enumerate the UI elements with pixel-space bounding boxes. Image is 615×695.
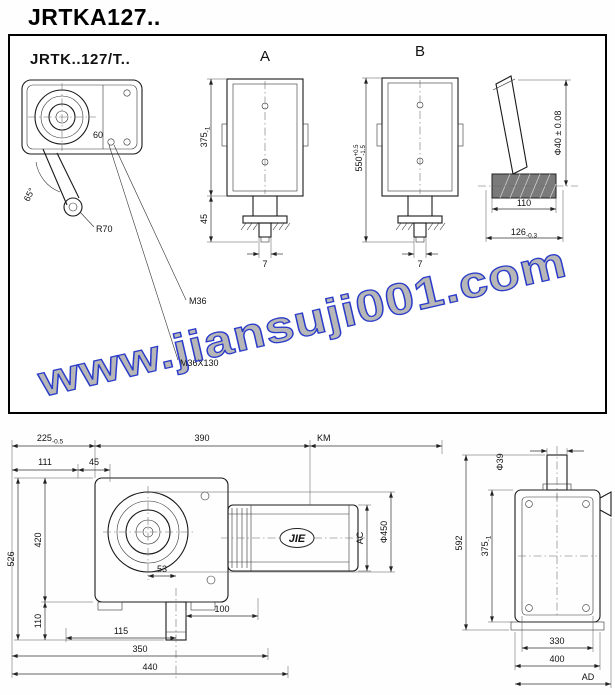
dim-420: 420 [33, 532, 43, 547]
dim-45-side: 45 [89, 457, 99, 467]
dim-phi40: Φ40 ± 0.08 [553, 111, 563, 156]
dim-550-b: 550+0.5-1.5 [354, 144, 367, 172]
dim-111: 111 [38, 457, 52, 467]
side-view-drawing: JIE 225-0.5 390 KM 111 45 [6, 433, 443, 680]
dim-ac: AC [355, 531, 365, 544]
dim-65deg: 65° [22, 186, 37, 203]
view-a-label: A [260, 48, 270, 65]
side-view-area: JIE 225-0.5 390 KM 111 45 [5, 428, 450, 693]
motor-logo-badge [279, 528, 315, 548]
dim-7-b: 7 [417, 259, 422, 269]
dim-m36: M36 [189, 296, 207, 306]
view-b-drawing [376, 77, 464, 243]
dim-7-a: 7 [262, 259, 267, 269]
top-panel: JRTK..127/T.. [8, 34, 607, 414]
dim-km: KM [317, 433, 331, 443]
dim-375-rear: 375-1 [480, 535, 493, 556]
dim-phi450: Φ450 [379, 521, 389, 543]
motor-drawing: JIE [221, 504, 365, 572]
dim-60: 60 [93, 130, 103, 140]
dim-110-bushing: 110 [517, 198, 531, 208]
bushing-detail-drawing [478, 75, 578, 199]
dim-375-a: 375-1 [199, 126, 212, 147]
torque-arm-bracket [599, 491, 612, 517]
dim-110-side: 110 [33, 614, 43, 628]
gearbox-side-view [94, 477, 229, 680]
rear-view-drawing: Φ39 592 375-1 330 400 AD [454, 446, 612, 688]
dim-126: 126-0.3 [511, 227, 538, 240]
motor-logo-text: JIE [289, 533, 306, 545]
dim-ad: AD [582, 672, 595, 682]
dim-100: 100 [214, 604, 229, 614]
view-b-label: B [415, 43, 425, 60]
dim-m36x130: M36X130 [180, 358, 219, 368]
gearbox-rear-view [510, 446, 612, 631]
dim-115: 115 [114, 626, 128, 636]
dim-r70: R70 [96, 224, 113, 234]
page-title: JRTKA127.. [28, 4, 161, 30]
dim-45-a: 45 [199, 214, 209, 224]
front-view-drawing [21, 79, 187, 361]
watermark: www.jiansuji001.com [33, 237, 571, 406]
panel-subtitle: JRTK..127/T.. [30, 51, 130, 68]
dim-592: 592 [454, 535, 464, 550]
dim-400: 400 [549, 654, 564, 664]
dim-440: 440 [142, 662, 157, 672]
dim-390: 390 [194, 433, 209, 443]
view-a-drawing [221, 78, 309, 243]
top-panel-drawing: JRTK..127/T.. [21, 43, 578, 407]
dim-350: 350 [132, 644, 147, 654]
dim-330: 330 [549, 636, 564, 646]
dim-526: 526 [6, 551, 16, 566]
dim-53: 53 [157, 564, 167, 574]
dim-phi39: Φ39 [495, 453, 505, 470]
rear-view-area: Φ39 592 375-1 330 400 AD [450, 440, 615, 693]
dim-225: 225-0.5 [37, 433, 64, 446]
